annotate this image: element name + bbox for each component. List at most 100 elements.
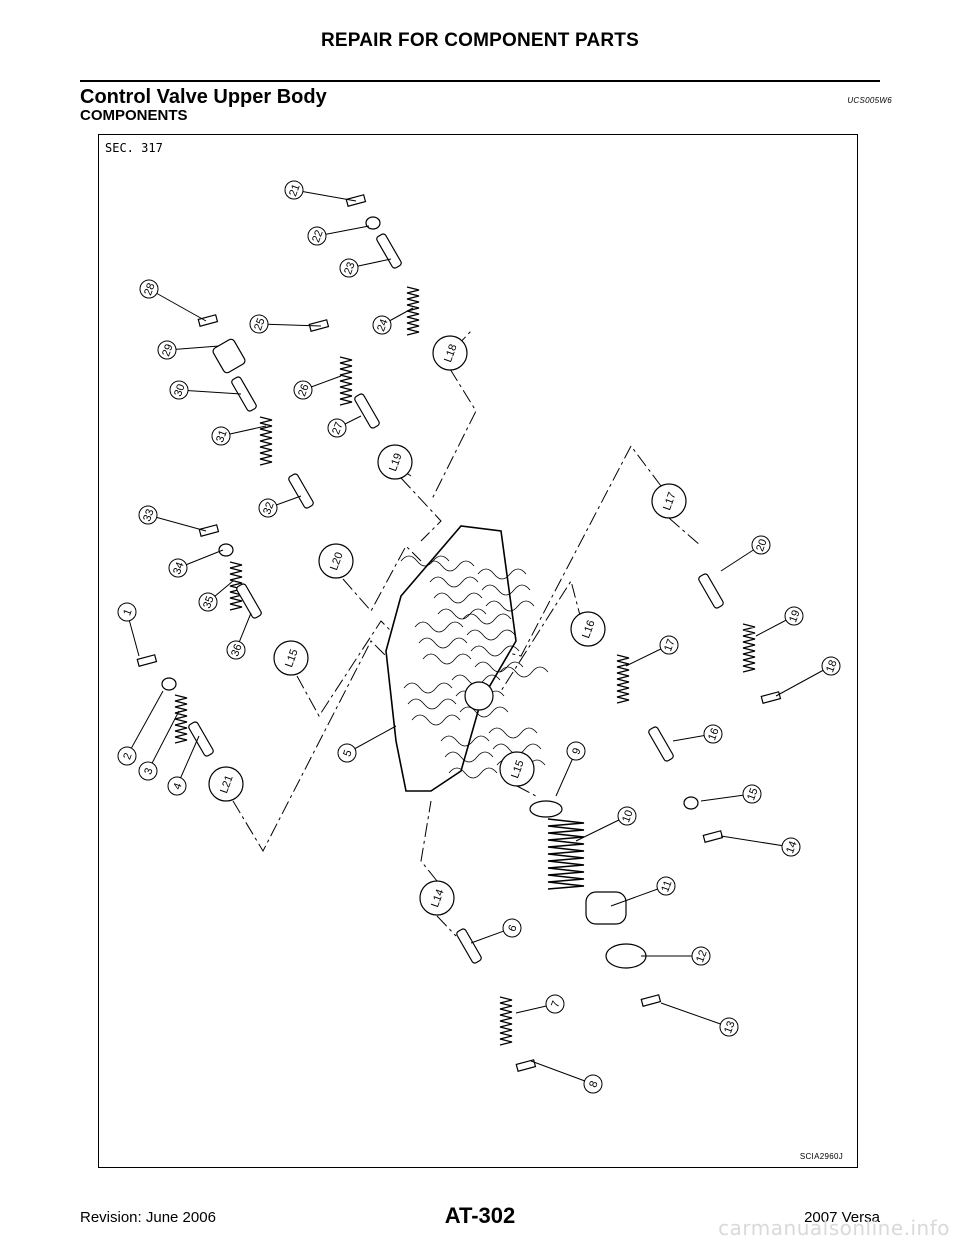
callout-circle [157, 340, 177, 360]
callout-leader [293, 189, 357, 202]
callout-circle [545, 994, 565, 1014]
passage-detail [474, 661, 524, 673]
location-label: L20 [328, 551, 346, 572]
cap-part [605, 943, 647, 969]
callout-number: 26 [296, 383, 311, 399]
passage-detail [437, 608, 487, 620]
leader-line [296, 620, 402, 717]
callout-number: 15 [745, 787, 760, 803]
callout-circle [138, 505, 158, 525]
leader-line [400, 477, 442, 542]
callout-circle [226, 640, 246, 660]
callout-circle [372, 315, 392, 335]
callout-circle [781, 837, 801, 857]
passage-detail [466, 629, 516, 641]
page-header-title: REPAIR FOR COMPONENT PARTS [320, 30, 639, 51]
pin-part [702, 830, 724, 843]
valve-part [288, 473, 314, 509]
passage-detail [433, 592, 483, 604]
callout-number: 32 [261, 501, 276, 517]
leader-line [500, 445, 662, 657]
callout-number: 34 [171, 561, 186, 577]
callout-circle [659, 635, 679, 655]
callout-leader [530, 1060, 594, 1085]
callout-circle [198, 592, 218, 612]
valve-part [354, 393, 380, 429]
callout-circle [139, 279, 159, 299]
passage-detail [448, 767, 498, 779]
callout-circle [742, 784, 762, 804]
callout-leader [147, 710, 180, 772]
callout-circle [784, 606, 804, 626]
callout-number: 22 [310, 229, 325, 245]
callout-circle [211, 426, 231, 446]
callout-number: 19 [787, 609, 802, 625]
callout-leader [178, 389, 242, 395]
disc-part [529, 800, 563, 818]
footer-revision: Revision: June 2006 [80, 1209, 216, 1226]
spring-part [259, 416, 273, 466]
leader-line [500, 579, 589, 692]
callout-leader [610, 885, 667, 907]
callout-number: 29 [160, 343, 175, 359]
location-label: L15 [509, 759, 527, 780]
callout-number: 12 [694, 949, 709, 965]
callout-circle [821, 656, 841, 676]
watermark-logo: carmanualsonline.info [718, 1216, 950, 1240]
callout-circle [719, 1017, 739, 1037]
passage-detail [488, 727, 538, 739]
spring-part [499, 996, 513, 1046]
callout-number: 27 [330, 421, 345, 437]
section-title: Control Valve Upper Body [80, 86, 327, 108]
callout-number: 14 [784, 840, 799, 856]
location-oval [499, 751, 535, 787]
valve-part [648, 726, 674, 762]
callout-number: 1 [121, 607, 134, 617]
pin-part [640, 994, 662, 1007]
valve-part [698, 573, 724, 609]
leader-line [420, 800, 438, 882]
callout-number: 30 [172, 383, 187, 399]
passage-detail [440, 735, 490, 747]
passage-detail [407, 698, 457, 710]
callout-number: 17 [662, 638, 677, 654]
exploded-diagram-svg: 1234567891011121314151617181920212223242… [117, 180, 841, 1094]
passage-detail [411, 714, 461, 726]
callout-number: 16 [706, 727, 721, 743]
callout-number: 13 [722, 1020, 737, 1036]
callout-circle [617, 806, 637, 826]
valve-part [376, 233, 402, 269]
callout-number: 8 [587, 1079, 600, 1089]
spring-part [229, 561, 243, 611]
callout-circle [583, 1074, 603, 1094]
callout-circle [138, 761, 158, 781]
callout-number: 6 [506, 923, 519, 933]
passage-detail [481, 584, 531, 596]
callout-number: 23 [342, 261, 357, 277]
callout-number: 25 [252, 317, 267, 333]
passage-detail [485, 600, 535, 612]
cup-part [585, 891, 627, 925]
callout-circle [703, 724, 723, 744]
callout-circle [307, 226, 327, 246]
callout-circle [327, 418, 347, 438]
plug-part [683, 796, 699, 810]
figure-code: SCIA2960J [799, 1152, 843, 1161]
location-oval [377, 444, 413, 480]
callout-circle [502, 918, 522, 938]
passage-detail [499, 666, 549, 678]
callout-circle [566, 741, 586, 761]
callout-circle [751, 535, 771, 555]
callout-number: 36 [229, 643, 244, 659]
callout-circle [117, 746, 137, 766]
location-oval [432, 335, 468, 371]
callout-leader [126, 690, 164, 757]
callout-leader [148, 288, 207, 322]
valve-part [231, 376, 257, 412]
header-rule [80, 80, 880, 82]
location-oval [570, 611, 606, 647]
pin-part [515, 1059, 537, 1072]
callout-circle [249, 314, 269, 334]
callout-number: 20 [754, 538, 769, 554]
